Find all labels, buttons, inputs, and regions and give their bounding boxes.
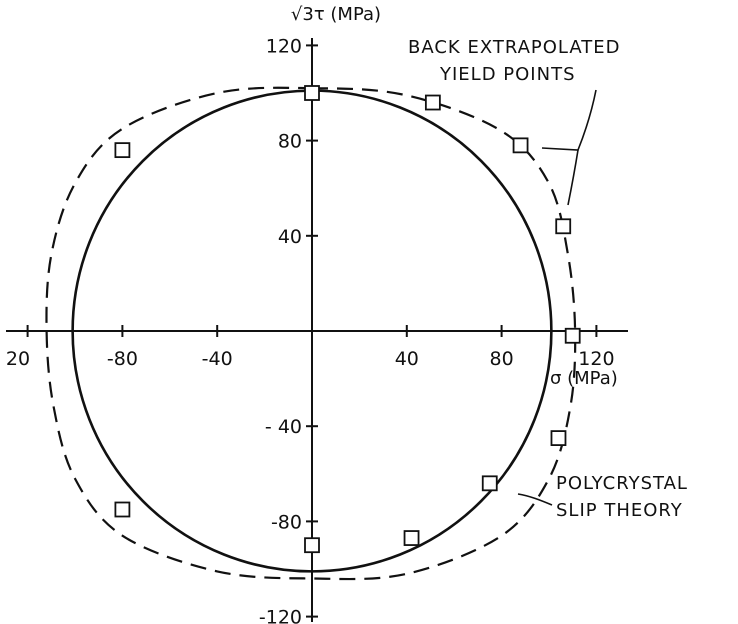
annotation-back-extrapolated-line2: YIELD POINTS — [439, 64, 576, 85]
yield-point-marker — [555, 218, 572, 235]
annotation-polycrystal-line2: SLIP THEORY — [556, 500, 683, 521]
annotation-back-extrapolated: BACK EXTRAPOLATED YIELD POINTS — [408, 37, 621, 206]
y-tick-label: 40 — [278, 226, 302, 248]
ticks-layer: 20 -80 -40 40 80 120 120 80 40 - 40 -80 -120 — [6, 35, 615, 624]
yield-point-marker — [424, 94, 441, 111]
x-axis-label: σ (MPa) — [550, 368, 618, 389]
annotation-pointer-lower — [567, 149, 579, 206]
annotation-polycrystal: POLYCRYSTAL SLIP THEORY — [517, 473, 688, 521]
yield-point-marker — [403, 530, 420, 546]
y-tick-label: -120 — [259, 607, 302, 624]
yield-point-marker — [512, 137, 529, 154]
points-layer — [114, 85, 581, 554]
y-tick-label: - 40 — [265, 416, 302, 438]
x-tick-label: 20 — [6, 348, 30, 370]
y-tick-label: 120 — [266, 35, 302, 57]
annotation-pointer-polycrystal — [517, 493, 553, 506]
yield-point-marker — [550, 430, 567, 447]
yield-point-marker — [304, 537, 320, 554]
slip-theory-dashed-curve — [45, 86, 577, 581]
annotation-polycrystal-line1: POLYCRYSTAL — [556, 473, 688, 494]
yield-point-marker — [564, 327, 581, 344]
annotation-pointer-upper — [541, 89, 597, 151]
x-tick-label: 120 — [578, 348, 614, 370]
yield-point-marker — [114, 142, 131, 159]
annotation-back-extrapolated-line1: BACK EXTRAPOLATED — [408, 37, 621, 58]
x-tick-label: -80 — [107, 348, 138, 370]
x-tick-label: -40 — [202, 348, 233, 370]
y-tick-label: 80 — [278, 131, 302, 153]
x-tick-label: 80 — [490, 348, 514, 370]
yield-point-marker — [481, 475, 498, 492]
x-tick-label: 40 — [395, 348, 419, 370]
y-axis-label: √3τ (MPa) — [291, 4, 381, 25]
yield-point-marker — [304, 85, 320, 101]
yield-point-marker — [114, 501, 131, 518]
axes-layer — [6, 38, 628, 622]
y-tick-label: -80 — [271, 511, 302, 533]
